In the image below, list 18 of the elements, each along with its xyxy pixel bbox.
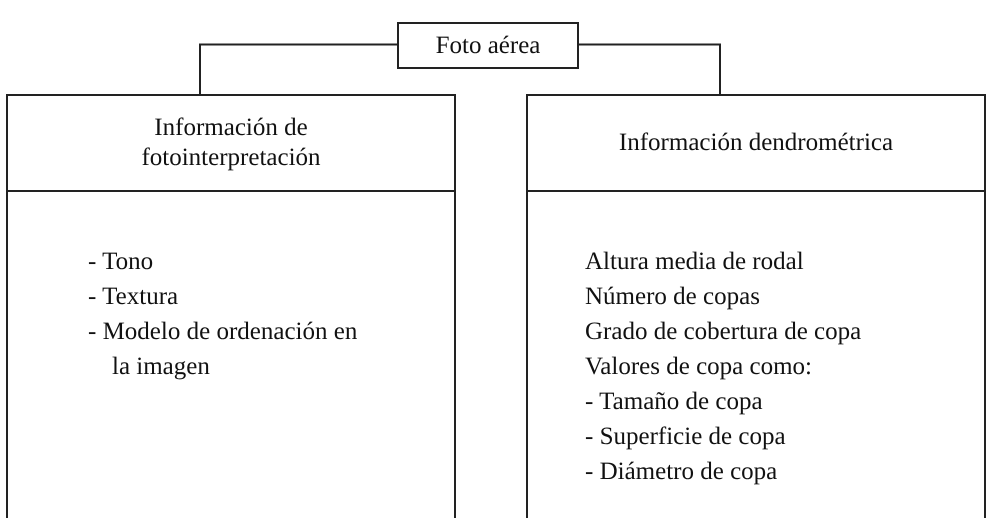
list-item: - Diámetro de copa	[585, 457, 778, 487]
list-item: - Modelo de ordenación en la imagen	[88, 317, 358, 382]
connector-line	[199, 44, 397, 94]
list-item: Valores de copa como:	[585, 352, 814, 382]
list-item: Grado de cobertura de copa	[585, 317, 862, 347]
box-label: Foto aérea	[436, 32, 540, 60]
list-item: - Tamaño de copa	[585, 387, 764, 417]
list-item: Altura media de rodal	[585, 247, 805, 277]
text-box	[397, 22, 579, 69]
box-heading: Información dendrométrica	[618, 128, 894, 158]
list-item: - Tono	[88, 247, 154, 277]
list-item: Número de copas	[585, 282, 761, 312]
list-item: - Superficie de copa	[585, 422, 787, 452]
box-heading: Información de fotointerpretación	[140, 113, 322, 173]
text-box	[6, 94, 456, 518]
connector-line	[579, 44, 721, 94]
list-item: - Textura	[88, 282, 180, 312]
text-box	[526, 94, 986, 518]
